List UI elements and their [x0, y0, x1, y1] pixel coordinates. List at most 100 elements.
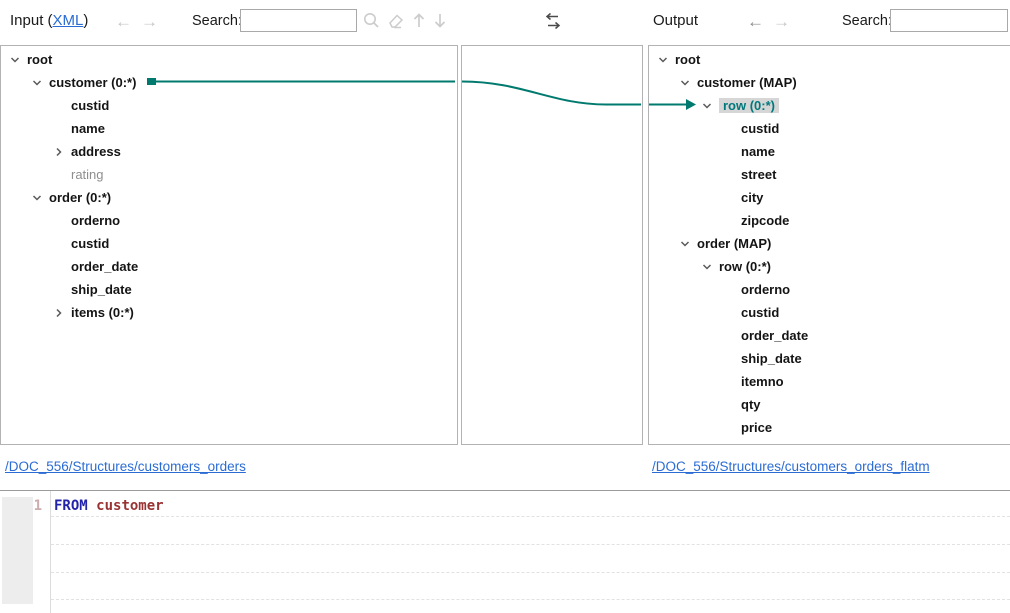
code-text[interactable]: FROM customer [47, 498, 164, 514]
tree-item-label: itemno [741, 374, 784, 389]
code-token-identifier: customer [96, 498, 164, 514]
tree-item-street[interactable]: street [649, 163, 1010, 186]
input-search-field[interactable] [240, 9, 357, 32]
tree-item-custid[interactable]: custid [1, 232, 457, 255]
input-search-buttons [362, 11, 448, 30]
tree-item-label: qty [741, 397, 761, 412]
tree-item-label: name [741, 144, 775, 159]
chevron-down-icon[interactable] [31, 77, 49, 89]
tree-item-name[interactable]: name [649, 140, 1010, 163]
input-title-prefix: Input ( [10, 12, 53, 29]
chevron-right-icon[interactable] [53, 146, 71, 158]
input-xml-link[interactable]: XML [52, 12, 84, 29]
mapping-workspace: root customer (0:*) custid name address ratin… [0, 45, 1010, 445]
tree-item-customer-map[interactable]: customer (MAP) [649, 71, 1010, 94]
target-structure-link[interactable]: /DOC_556/Structures/customers_orders_fla… [652, 459, 930, 474]
tree-item-items-0[interactable]: items (0:*) [1, 301, 457, 324]
tree-item-name[interactable]: name [1, 117, 457, 140]
editor-scrollbar[interactable] [2, 497, 33, 604]
tree-item-address[interactable]: address [1, 140, 457, 163]
chevron-down-icon[interactable] [679, 238, 697, 250]
tree-item-orderno[interactable]: orderno [1, 209, 457, 232]
down-arrow-icon[interactable] [432, 11, 448, 30]
input-title-suffix: ) [83, 12, 89, 29]
tree-item-root[interactable]: root [1, 48, 457, 71]
eraser-icon[interactable] [386, 11, 406, 30]
tree-item-label: items (0:*) [71, 305, 134, 320]
structure-links-row: /DOC_556/Structures/customers_orders /DO… [0, 445, 1010, 490]
tree-item-label: address [71, 144, 121, 159]
source-structure-link[interactable]: /DOC_556/Structures/customers_orders [5, 459, 246, 474]
chevron-down-icon[interactable] [701, 100, 719, 112]
tree-item-label: orderno [71, 213, 121, 228]
up-arrow-icon[interactable] [411, 11, 427, 30]
tree-item-label: name [71, 121, 105, 136]
tree-item-itemno[interactable]: itemno [649, 370, 1010, 393]
tree-item-row-0[interactable]: row (0:*) [649, 255, 1010, 278]
tree-item-order-map[interactable]: order (MAP) [649, 232, 1010, 255]
tree-item-price[interactable]: price [649, 416, 1010, 439]
tree-item-order-date[interactable]: order_date [1, 255, 457, 278]
chevron-down-icon[interactable] [679, 77, 697, 89]
tree-item-label: order (0:*) [49, 190, 112, 205]
tree-item-label: row (0:*) [719, 98, 779, 113]
output-search-field[interactable] [890, 9, 1008, 32]
code-line[interactable]: 1 FROM customer [0, 496, 164, 516]
tree-item-customer-0[interactable]: customer (0:*) [1, 71, 457, 94]
chevron-down-icon[interactable] [657, 54, 675, 66]
search-icon[interactable] [362, 11, 381, 30]
tree-item-label: ship_date [71, 282, 132, 297]
tree-item-label: custid [71, 98, 110, 113]
tree-item-label: row (0:*) [719, 259, 771, 274]
chevron-down-icon[interactable] [701, 261, 719, 273]
tree-item-order-0[interactable]: order (0:*) [1, 186, 457, 209]
code-token-keyword: FROM [54, 498, 88, 514]
tree-item-zipcode[interactable]: zipcode [649, 209, 1010, 232]
tree-item-qty[interactable]: qty [649, 393, 1010, 416]
tree-item-label: root [675, 52, 701, 67]
tree-item-root[interactable]: root [649, 48, 1010, 71]
input-back-icon[interactable]: ← [115, 12, 132, 31]
tree-item-label: zipcode [741, 213, 790, 228]
tree-item-city[interactable]: city [649, 186, 1010, 209]
tree-item-orderno[interactable]: orderno [649, 278, 1010, 301]
tree-item-custid[interactable]: custid [649, 117, 1010, 140]
tree-item-label: custid [741, 121, 780, 136]
input-tree-panel: root customer (0:*) custid name address ratin… [0, 45, 458, 445]
output-tree: root customer (MAP) row (0:*) custid name str… [649, 46, 1010, 439]
swap-direction-icon[interactable] [541, 11, 565, 38]
tree-item-label: orderno [741, 282, 791, 297]
input-forward-icon[interactable]: → [141, 12, 158, 31]
tree-item-rating[interactable]: rating [1, 163, 457, 186]
empty-line-guide [51, 516, 1010, 517]
gutter-separator [50, 491, 51, 613]
tree-item-ship-date[interactable]: ship_date [649, 347, 1010, 370]
tree-item-order-date[interactable]: order_date [649, 324, 1010, 347]
query-editor[interactable]: 1 FROM customer [0, 491, 1010, 613]
chevron-right-icon[interactable] [53, 307, 71, 319]
tree-item-label: price [741, 420, 773, 435]
mapping-canvas-panel[interactable] [461, 45, 643, 445]
empty-line-guide [51, 572, 1010, 573]
output-back-icon[interactable]: ← [747, 12, 764, 31]
output-panel-title: Output [653, 12, 699, 29]
input-tree: root customer (0:*) custid name address ratin… [1, 46, 457, 324]
input-panel-title: Input (XML) [10, 12, 88, 29]
chevron-down-icon[interactable] [9, 54, 27, 66]
tree-item-label: order_date [741, 328, 809, 343]
tree-item-custid[interactable]: custid [649, 301, 1010, 324]
output-forward-icon[interactable]: → [773, 12, 790, 31]
empty-line-guide [51, 544, 1010, 545]
tree-item-label: root [27, 52, 53, 67]
tree-item-label: ship_date [741, 351, 802, 366]
code-token-plain [88, 498, 96, 514]
tree-item-label: custid [71, 236, 110, 251]
chevron-down-icon[interactable] [31, 192, 49, 204]
tree-item-label: street [741, 167, 777, 182]
input-search-label: Search: [192, 13, 242, 29]
tree-item-ship-date[interactable]: ship_date [1, 278, 457, 301]
tree-item-custid[interactable]: custid [1, 94, 457, 117]
tree-item-row-0[interactable]: row (0:*) [649, 94, 1010, 117]
tree-item-label: order_date [71, 259, 139, 274]
tree-item-label: customer (MAP) [697, 75, 797, 90]
